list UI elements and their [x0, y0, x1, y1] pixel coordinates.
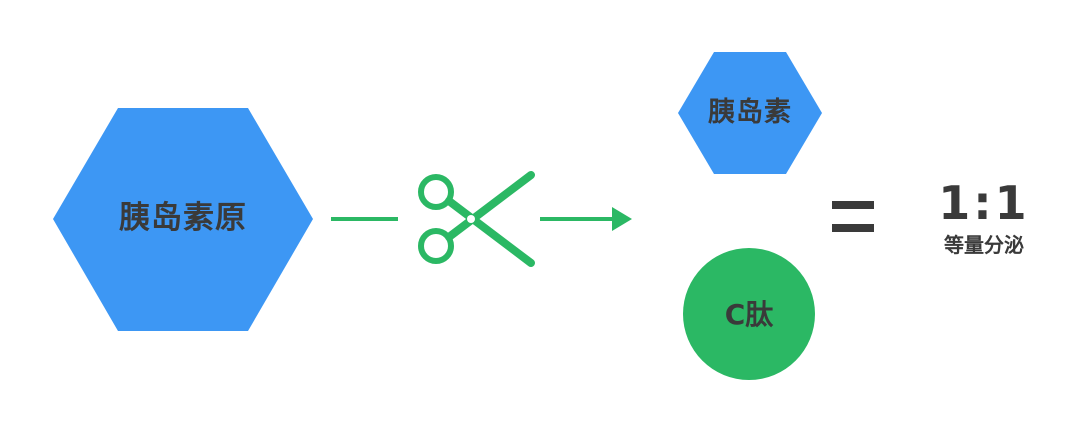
insulin-hexagon — [678, 52, 822, 174]
insulin-label: 胰岛素 — [708, 97, 792, 128]
scissors-icon — [418, 171, 535, 267]
proinsulin-label: 胰岛素原 — [119, 200, 247, 236]
proinsulin-hexagon — [53, 108, 313, 331]
ratio-caption: 等量分泌 — [944, 233, 1024, 257]
equals-icon — [832, 201, 874, 232]
ratio-value: 1:1 — [938, 176, 1030, 230]
c-peptide-circle — [683, 248, 815, 380]
arrow-head-icon — [612, 207, 632, 231]
c-peptide-label: C肽 — [724, 298, 774, 331]
